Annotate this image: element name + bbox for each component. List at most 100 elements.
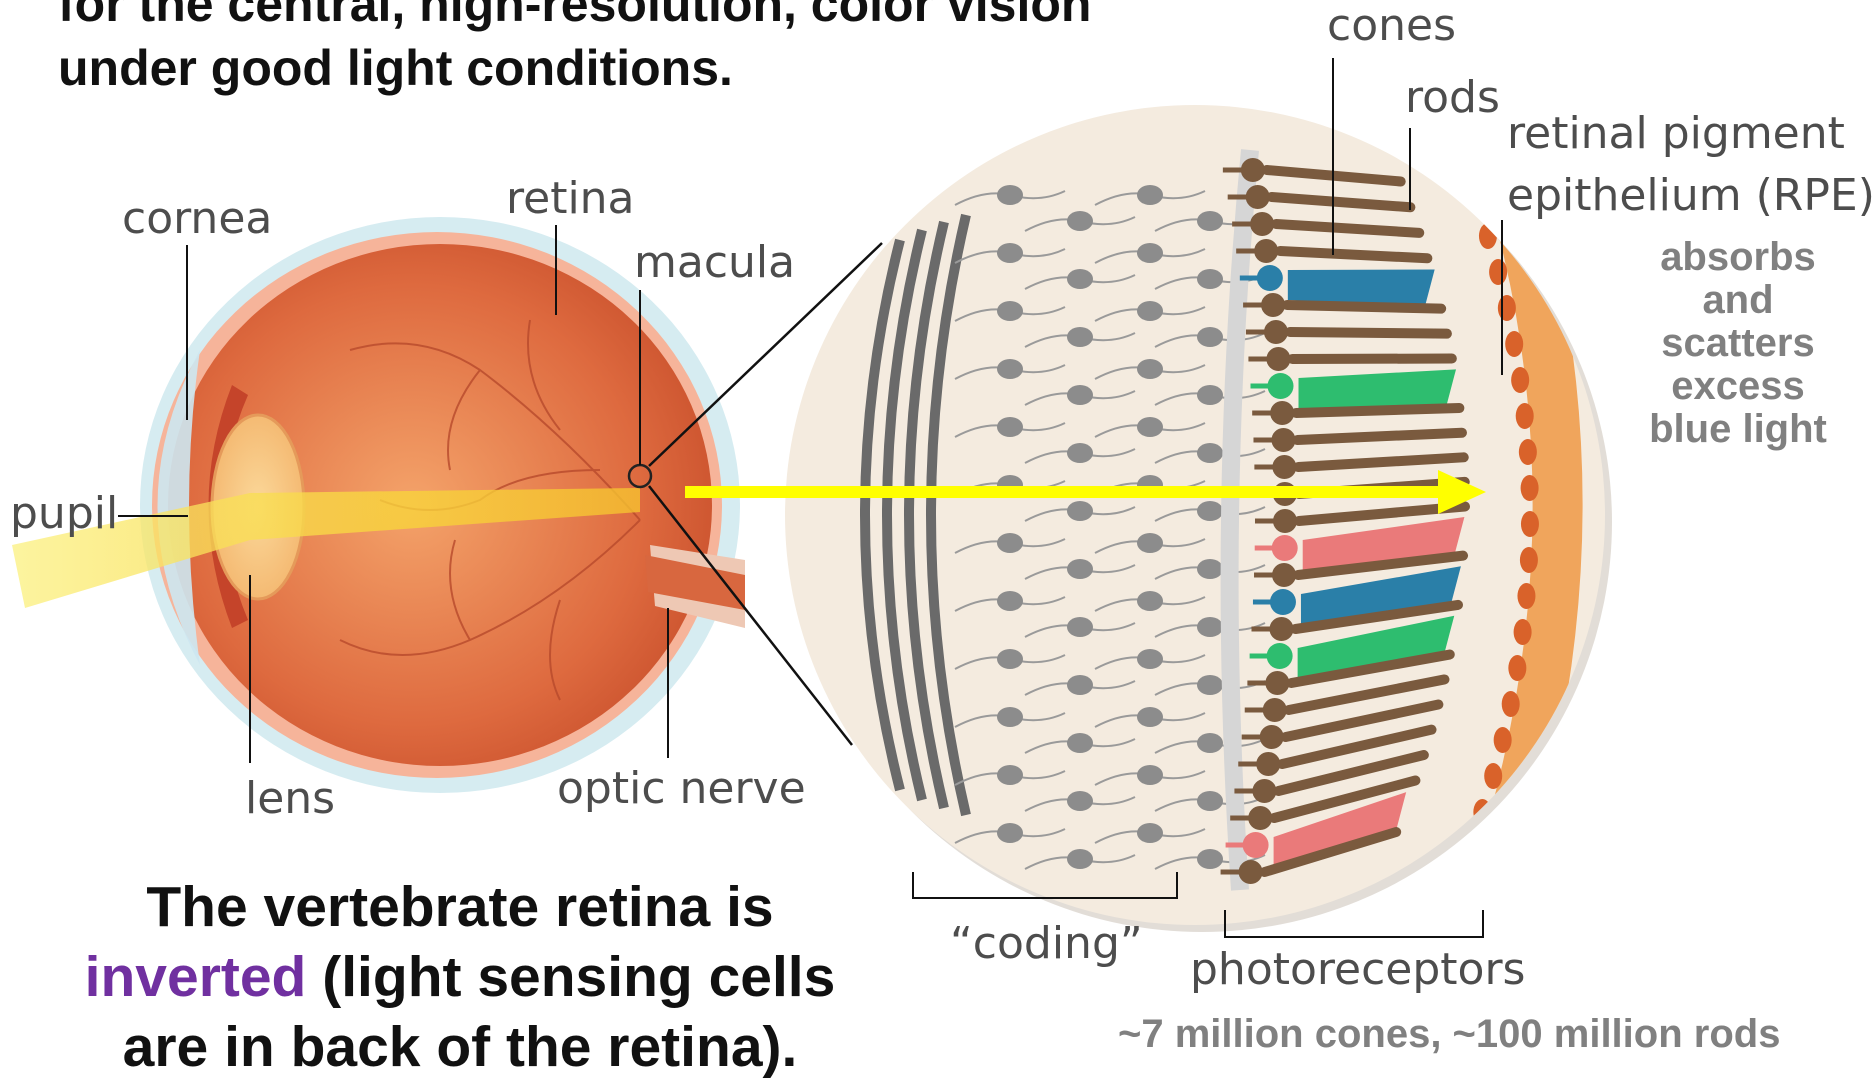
rod-body <box>1272 563 1296 587</box>
neuron-cell <box>997 185 1023 205</box>
neuron-cell <box>997 649 1023 669</box>
neuron-cell <box>1197 501 1223 521</box>
neuron-cell <box>1197 443 1223 463</box>
rods-label: rods <box>1405 72 1500 123</box>
neuron-cell <box>1067 617 1093 637</box>
neuron-cell <box>1137 649 1163 669</box>
rod-body <box>1250 212 1274 236</box>
neuron-cell <box>1197 849 1223 869</box>
caption-line-2: inverted (light sensing cells <box>60 942 860 1012</box>
lens-label: lens <box>245 773 335 824</box>
rpe-note-line: excess <box>1628 365 1848 408</box>
photoreceptor-counts: ~7 million cones, ~100 million rods <box>1118 1012 1780 1057</box>
rod-body <box>1239 860 1263 884</box>
rpe-cell <box>1511 367 1529 393</box>
rod-body <box>1264 320 1288 344</box>
rod-outer-segment <box>1287 305 1441 309</box>
neuron-cell <box>997 823 1023 843</box>
cone-body <box>1272 535 1298 561</box>
retina-label: retina <box>506 173 635 224</box>
rpe-note-line: and <box>1628 279 1848 322</box>
neuron-cell <box>1197 733 1223 753</box>
neuron-cell <box>1137 591 1163 611</box>
coding-label: “coding” <box>950 918 1143 969</box>
rpe-cell <box>1519 439 1537 465</box>
neuron-cell <box>997 591 1023 611</box>
rod-body <box>1265 671 1289 695</box>
cone-body <box>1267 643 1293 669</box>
rpe-cell <box>1517 583 1535 609</box>
neuron-cell <box>1197 327 1223 347</box>
rpe-cell <box>1520 547 1538 573</box>
neuron-cell <box>1137 185 1163 205</box>
cornea-label: cornea <box>122 193 272 244</box>
neuron-cell <box>1137 765 1163 785</box>
cone-body <box>1268 373 1294 399</box>
neuron-cell <box>1067 733 1093 753</box>
rpe-cell <box>1494 727 1512 753</box>
neuron-cell <box>1197 385 1223 405</box>
neuron-cell <box>1137 359 1163 379</box>
rod-body <box>1269 617 1293 641</box>
rod-body <box>1260 725 1284 749</box>
rpe-cell <box>1502 691 1520 717</box>
neuron-cell <box>1067 211 1093 231</box>
rod-body <box>1266 347 1290 371</box>
macula-label: macula <box>634 237 795 288</box>
neuron-cell <box>1067 501 1093 521</box>
rod-outer-segment <box>1290 332 1447 334</box>
cone-body <box>1243 832 1269 858</box>
neuron-cell <box>1067 849 1093 869</box>
rod-body <box>1241 158 1265 182</box>
rpe-cell <box>1467 187 1485 213</box>
neuron-cell <box>1197 791 1223 811</box>
rod-body <box>1263 698 1287 722</box>
rpe-cell <box>1505 331 1523 357</box>
rpe-label-line-2: epithelium (RPE) <box>1507 170 1875 221</box>
rpe-cell <box>1461 835 1479 861</box>
neuron-cell <box>1137 301 1163 321</box>
cone-body <box>1257 265 1283 291</box>
neuron-cell <box>1197 675 1223 695</box>
neuron-cell <box>997 707 1023 727</box>
neuron-cell <box>1197 559 1223 579</box>
rpe-cell <box>1489 259 1507 285</box>
rod-body <box>1256 752 1280 776</box>
neuron-cell <box>997 765 1023 785</box>
rpe-cell <box>1484 763 1502 789</box>
rod-outer-segment <box>1296 408 1459 413</box>
neuron-cell <box>1067 443 1093 463</box>
cone-body <box>1270 589 1296 615</box>
rod-body <box>1246 185 1270 209</box>
rod-body <box>1271 428 1295 452</box>
rpe-cell <box>1516 403 1534 429</box>
inverted-word: inverted <box>85 945 307 1009</box>
neuron-cell <box>1067 791 1093 811</box>
rpe-cell <box>1479 223 1497 249</box>
rod-body <box>1254 239 1278 263</box>
caption-line-3: are in back of the retina). <box>60 1012 860 1082</box>
caption-line-1: The vertebrate retina is <box>60 872 860 942</box>
rpe-note-line: scatters <box>1628 322 1848 365</box>
rod-body <box>1273 509 1297 533</box>
rpe-cell <box>1521 511 1539 537</box>
neuron-cell <box>1137 417 1163 437</box>
rpe-note-line: blue light <box>1628 408 1848 451</box>
cones-label: cones <box>1327 0 1456 51</box>
neuron-cell <box>997 243 1023 263</box>
neuron-cell <box>1137 707 1163 727</box>
neuron-cell <box>1067 269 1093 289</box>
neuron-cell <box>1197 211 1223 231</box>
pupil-label: pupil <box>10 488 118 539</box>
rod-body <box>1270 401 1294 425</box>
neuron-cell <box>1197 269 1223 289</box>
neuron-cell <box>997 417 1023 437</box>
rpe-note-line: absorbs <box>1628 236 1848 279</box>
rpe-cell <box>1498 295 1516 321</box>
neuron-cell <box>1067 327 1093 347</box>
rod-body <box>1252 779 1276 803</box>
neuron-cell <box>1067 559 1093 579</box>
rpe-cell <box>1521 475 1539 501</box>
neuron-cell <box>1137 533 1163 553</box>
rpe-note: absorbs and scatters excess blue light <box>1628 236 1848 451</box>
